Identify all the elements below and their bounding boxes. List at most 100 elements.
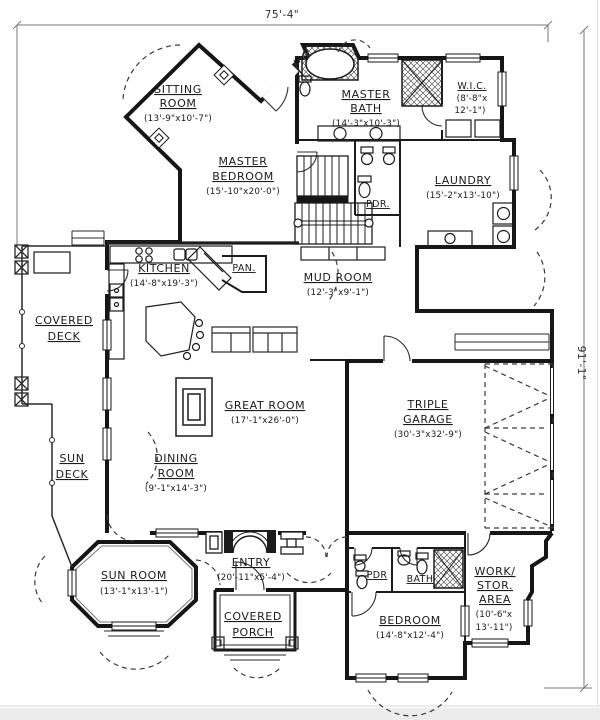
shower-icon bbox=[401, 59, 443, 107]
covered-porch-label2: PORCH bbox=[232, 626, 273, 639]
entry-label: ENTRY bbox=[232, 556, 271, 569]
sink-icon bbox=[333, 126, 347, 141]
great-room-dims: (17'-1"x26'-0") bbox=[231, 416, 299, 426]
laundry-fixtures bbox=[427, 119, 515, 248]
deck-steps bbox=[71, 230, 105, 246]
dining-room-label2: ROOM bbox=[158, 467, 195, 480]
great-room-furniture bbox=[175, 326, 298, 437]
kitchen-label: KITCHEN bbox=[138, 262, 190, 275]
dimension-lines bbox=[12, 20, 592, 693]
toilet-icon bbox=[299, 81, 311, 97]
sun-room-dims: (13'-1"x13'-1") bbox=[100, 587, 168, 597]
deck-post bbox=[14, 376, 29, 391]
sink-icon bbox=[444, 232, 456, 245]
garage-label: TRIPLE bbox=[407, 398, 449, 411]
work-storage-label: WORK/ bbox=[474, 565, 515, 578]
porch-post bbox=[285, 636, 299, 650]
deck-bench bbox=[33, 251, 71, 274]
porch-post bbox=[211, 636, 225, 650]
stool-icon bbox=[194, 318, 204, 328]
labels: 75'-4" 91'-1" SITTING ROOM (13'-9"x10'-7… bbox=[35, 9, 587, 641]
entry-arch bbox=[222, 527, 278, 556]
sink-icon bbox=[369, 126, 383, 141]
covered-porch-label: COVERED bbox=[224, 610, 282, 623]
south-bath-fixtures bbox=[353, 549, 464, 590]
sun-room-label: SUN ROOM bbox=[101, 569, 167, 582]
powder-upper-fixtures bbox=[357, 146, 396, 199]
sun-deck-label: SUN bbox=[59, 452, 84, 465]
toilet-icon bbox=[358, 181, 371, 199]
shower-icon bbox=[433, 549, 464, 589]
powder-upper-label: PDR. bbox=[366, 199, 390, 210]
bathtub-icon bbox=[305, 48, 355, 80]
covered-deck-label: COVERED bbox=[35, 314, 93, 327]
work-storage-label2: STOR. bbox=[477, 579, 513, 592]
great-room-label: GREAT ROOM bbox=[225, 399, 305, 412]
sun-deck-label2: DECK bbox=[56, 468, 89, 481]
sitting-room-dims: (13'-9"x10'-7") bbox=[144, 114, 212, 124]
washer-icon bbox=[492, 202, 515, 225]
master-bedroom-label2: BEDROOM bbox=[212, 170, 274, 183]
wic-label: W.I.C. bbox=[457, 81, 486, 92]
wic-dims2: 12'-1") bbox=[454, 106, 485, 116]
laundry-dims: (15'-2"x13'-10") bbox=[426, 191, 500, 201]
staircase bbox=[293, 155, 374, 245]
deck-post bbox=[14, 244, 29, 259]
master-bath-fixtures bbox=[298, 45, 443, 142]
dining-room-dims: (9'-1"x14'-3") bbox=[145, 484, 207, 494]
bath-label: BATH bbox=[407, 574, 434, 585]
work-storage-label3: AREA bbox=[479, 593, 511, 606]
newel-post bbox=[293, 218, 303, 228]
bedroom-label: BEDROOM bbox=[379, 614, 441, 627]
toilet-icon bbox=[416, 559, 428, 575]
mud-room-lockers bbox=[300, 246, 386, 261]
kitchen-fixtures bbox=[108, 245, 233, 361]
sofa-icon bbox=[252, 326, 298, 353]
corner-window-icon bbox=[213, 64, 235, 86]
master-bath-dims: (14'-3"x10'-3") bbox=[332, 119, 400, 129]
vanity-counter bbox=[317, 125, 401, 142]
wic-dims1: (8'-8"x bbox=[457, 94, 488, 104]
bedroom-dims: (14'-8"x12'-4") bbox=[376, 631, 444, 641]
oven-icon bbox=[109, 283, 124, 298]
entry-columns bbox=[205, 531, 304, 555]
mud-room-label: MUD ROOM bbox=[304, 271, 373, 284]
corner-window-icon bbox=[148, 127, 170, 149]
laundry-label: LAUNDRY bbox=[435, 174, 492, 187]
burner-icon bbox=[135, 247, 143, 255]
overall-width-dimension: 75'-4" bbox=[265, 9, 300, 21]
sitting-room-label: SITTING bbox=[154, 83, 202, 96]
pantry-label: PAN. bbox=[232, 263, 255, 274]
garage-dims: (30'-3"x32'-9") bbox=[394, 430, 462, 440]
dryer-icon bbox=[492, 225, 515, 248]
covered-deck-label2: DECK bbox=[48, 330, 81, 343]
windows bbox=[67, 53, 533, 683]
mud-room-dims: (12'-3"x9'-1") bbox=[307, 288, 369, 298]
sink-icon bbox=[397, 554, 411, 566]
kitchen-island bbox=[145, 301, 196, 357]
newel-post bbox=[364, 218, 374, 228]
porch-detail bbox=[211, 594, 299, 661]
covered-deck-structure bbox=[14, 230, 550, 568]
dining-room-label: DINING bbox=[154, 452, 198, 465]
toilet-icon bbox=[356, 574, 368, 590]
master-bedroom-label: MASTER bbox=[219, 155, 268, 168]
garage-doors bbox=[548, 368, 556, 524]
powder-lower-label: PDR bbox=[367, 570, 388, 581]
master-bedroom-dims: (15'-10"x20'-0") bbox=[206, 187, 280, 197]
fireplace-icon bbox=[175, 377, 213, 437]
ceiling-break-arcs bbox=[34, 39, 552, 717]
work-storage-dims1: (10'-6"x bbox=[476, 610, 513, 620]
master-bath-label2: BATH bbox=[350, 102, 382, 115]
door-swings bbox=[106, 59, 491, 617]
overall-height-dimension: 91'-1" bbox=[575, 346, 587, 381]
corner-counter bbox=[187, 246, 232, 291]
door-openings bbox=[102, 64, 490, 596]
master-bath-label: MASTER bbox=[342, 88, 391, 101]
kitchen-dims: (14'-8"x19'-3") bbox=[130, 279, 198, 289]
sitting-room-label2: ROOM bbox=[160, 97, 197, 110]
work-storage-dims2: 13'-11") bbox=[475, 623, 512, 633]
